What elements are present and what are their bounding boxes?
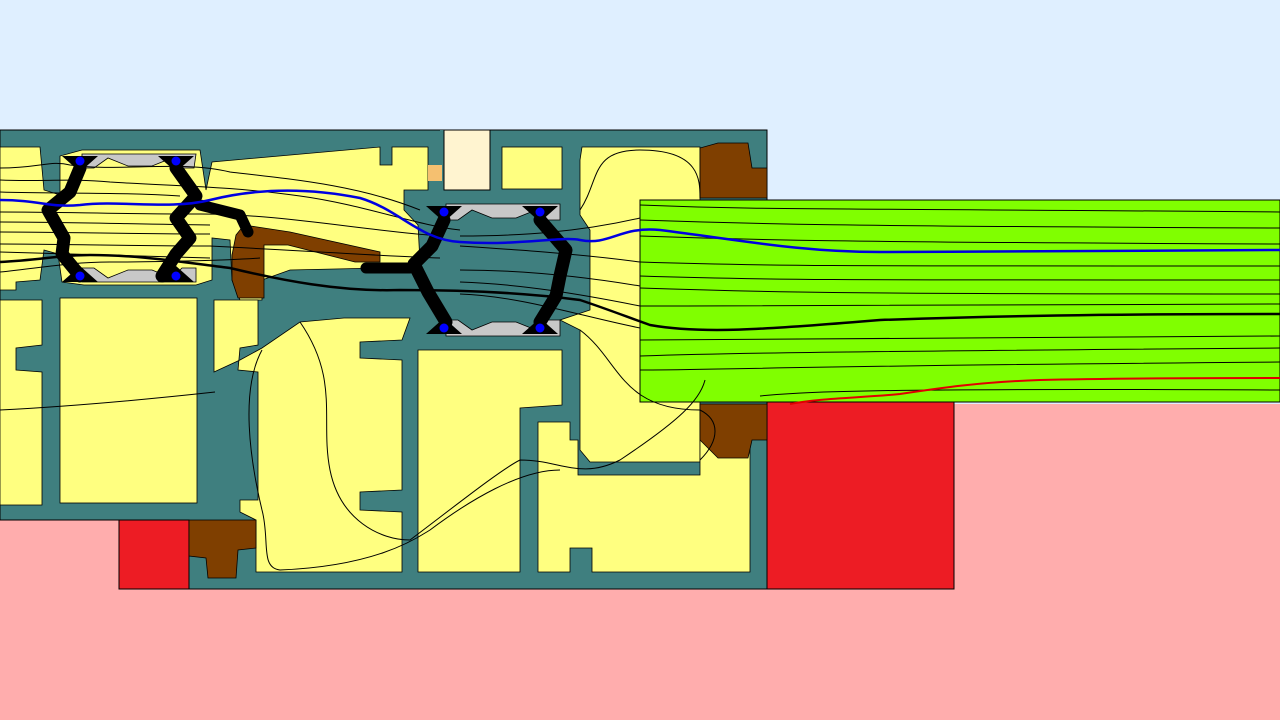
flux-line-glazing	[639, 347, 1280, 357]
seal-dot	[171, 271, 181, 281]
flux-line-glazing	[639, 303, 1280, 307]
flux-line-glazing	[639, 335, 1280, 341]
sash-hook-profile	[231, 224, 381, 299]
seal-dot	[535, 323, 545, 333]
flux-line-glazing	[639, 235, 1280, 245]
flux-line-glazing	[759, 388, 1280, 397]
flux-line-glazing	[639, 275, 1280, 281]
flux-line-glazing	[639, 261, 1280, 267]
seal-dot	[439, 207, 449, 217]
cavity-center	[417, 349, 563, 573]
flux-line	[459, 281, 641, 307]
cavity-mid-left	[213, 299, 411, 573]
thermal-break-left-b	[155, 161, 203, 283]
isotherms	[0, 189, 1280, 405]
seal-dots	[75, 156, 545, 333]
flux-line-glazing	[639, 219, 1280, 229]
cavity-left-strip	[0, 299, 43, 506]
cavity-top-mid	[501, 146, 563, 190]
seal-dot	[75, 156, 85, 166]
flux-line	[579, 329, 716, 461]
flux-line	[248, 349, 561, 571]
flux-line	[579, 149, 701, 211]
flux-line	[0, 257, 261, 273]
isotherm-blue	[0, 189, 1280, 254]
seal-bottom-left	[188, 519, 257, 579]
seal-dot	[535, 207, 545, 217]
seal-dot	[439, 323, 449, 333]
flux-line-glazing	[639, 204, 1280, 213]
flux-line-glazing	[639, 287, 1280, 295]
flux-line	[0, 243, 441, 259]
heat-flux-lines	[0, 149, 1280, 571]
flux-line	[0, 211, 441, 237]
seal-dot	[75, 271, 85, 281]
seal-glazing-bottom	[699, 403, 768, 459]
flux-line	[0, 231, 211, 235]
flux-line	[0, 162, 421, 211]
flux-line	[0, 221, 211, 226]
flux-line	[299, 321, 706, 541]
flux-line	[0, 179, 461, 231]
flux-line	[459, 269, 641, 287]
glazing-unit	[639, 199, 1280, 403]
cavity-left-big	[59, 297, 198, 504]
seal-glazing-top	[699, 142, 768, 199]
flux-line	[459, 293, 641, 329]
seal-dot	[171, 156, 181, 166]
spacer-block	[443, 129, 491, 191]
flux-line	[459, 217, 641, 237]
wall-block-right	[765, 401, 955, 590]
flux-line	[0, 191, 181, 197]
epdm-seals	[188, 142, 768, 579]
flux-line-glazing	[639, 361, 1280, 371]
small-insert	[428, 165, 442, 181]
flux-line	[0, 391, 216, 411]
wall-block-left	[118, 519, 190, 590]
flux-line	[459, 245, 641, 263]
thermal-break-left-a	[41, 161, 87, 283]
isotherm-black	[0, 253, 1280, 332]
isotherm-red	[789, 377, 1280, 405]
